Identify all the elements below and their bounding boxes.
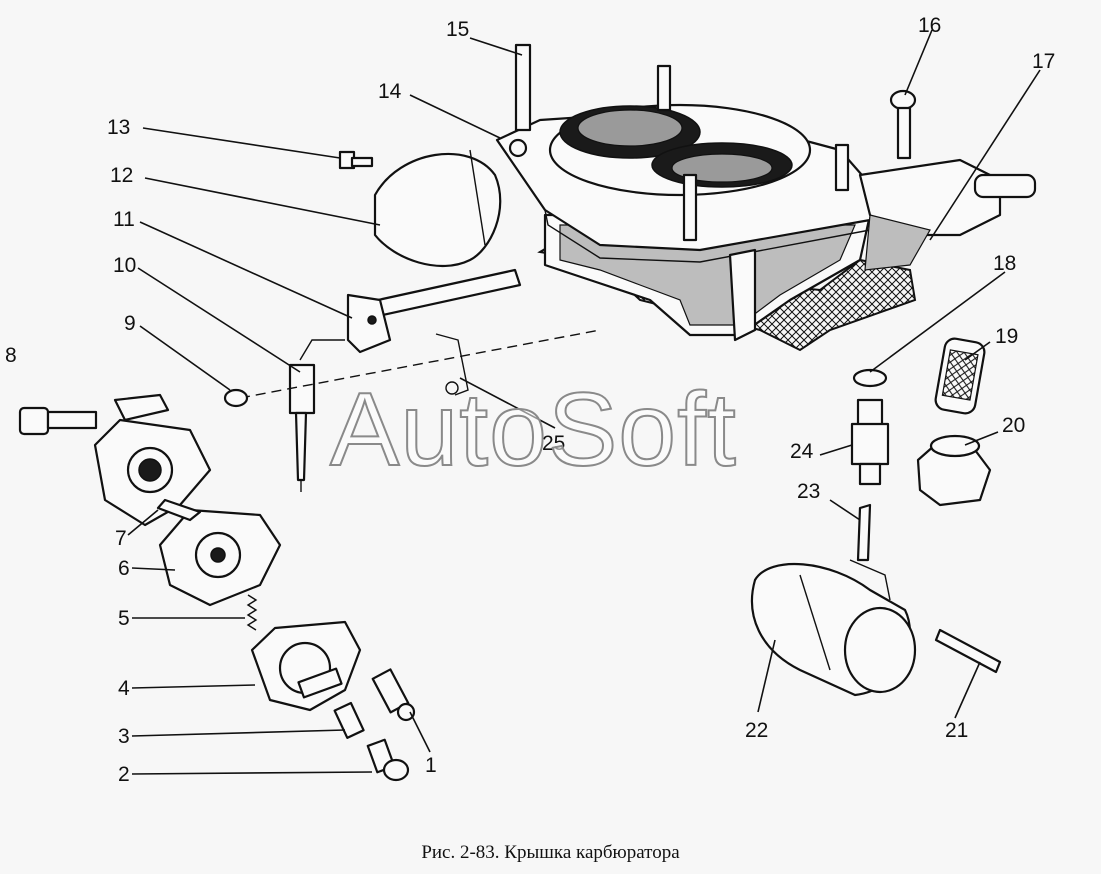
callout-16: 16 — [918, 14, 941, 37]
callout-15: 15 — [446, 18, 469, 41]
callout-24: 24 — [790, 440, 814, 463]
callout-12: 12 — [110, 164, 133, 187]
diaphragm-housing — [250, 620, 362, 712]
float — [750, 562, 917, 697]
carburetor-cover-body — [495, 43, 1037, 352]
leader-lines — [127, 29, 1041, 775]
adjusting-screw — [371, 668, 416, 722]
callout-7: 7 — [115, 527, 127, 550]
callout-10: 10 — [113, 254, 136, 277]
needle-valve — [849, 503, 891, 601]
callout-4: 4 — [118, 677, 130, 700]
callout-21: 21 — [945, 719, 968, 742]
filter-plug — [916, 434, 992, 507]
sealing-washer — [852, 368, 888, 388]
diaphragm-cover — [93, 393, 212, 527]
callout-18: 18 — [993, 252, 1016, 275]
housing-screw — [366, 738, 410, 782]
callout-11: 11 — [113, 208, 135, 231]
callout-23: 23 — [797, 480, 820, 503]
callout-14: 14 — [378, 80, 402, 103]
needle-valve-seat — [850, 398, 890, 486]
callout-6: 6 — [118, 557, 130, 580]
throttle-shaft — [346, 268, 522, 354]
callout-9: 9 — [124, 312, 136, 335]
callout-8: 8 — [5, 344, 17, 367]
callout-22: 22 — [745, 719, 768, 742]
choke-rod — [435, 333, 469, 396]
callout-17: 17 — [1032, 50, 1055, 73]
callout-5: 5 — [118, 607, 130, 630]
callout-20: 20 — [1002, 414, 1025, 437]
spring-screw — [333, 701, 365, 739]
diaphragm — [156, 498, 282, 607]
damper-screw — [338, 150, 374, 170]
callout-labels: 1 2 3 4 5 6 7 8 9 10 11 12 13 14 15 16 1… — [5, 14, 1055, 786]
diaphragm-bolt — [18, 406, 98, 436]
air-damper-plate — [373, 149, 502, 268]
callout-1: 1 — [425, 754, 437, 777]
washer — [223, 388, 249, 408]
cover-screw — [889, 89, 917, 160]
callout-2: 2 — [118, 763, 130, 786]
callout-3: 3 — [118, 725, 130, 748]
figure-caption: Рис. 2-83. Крышка карбюратора — [421, 842, 680, 863]
callout-25: 25 — [542, 432, 565, 455]
diaphragm-spring — [246, 594, 258, 631]
callout-19: 19 — [995, 325, 1018, 348]
fuel-filter — [934, 337, 986, 415]
float-pin — [934, 628, 1002, 674]
callout-13: 13 — [107, 116, 130, 139]
connecting-rod — [288, 339, 345, 492]
